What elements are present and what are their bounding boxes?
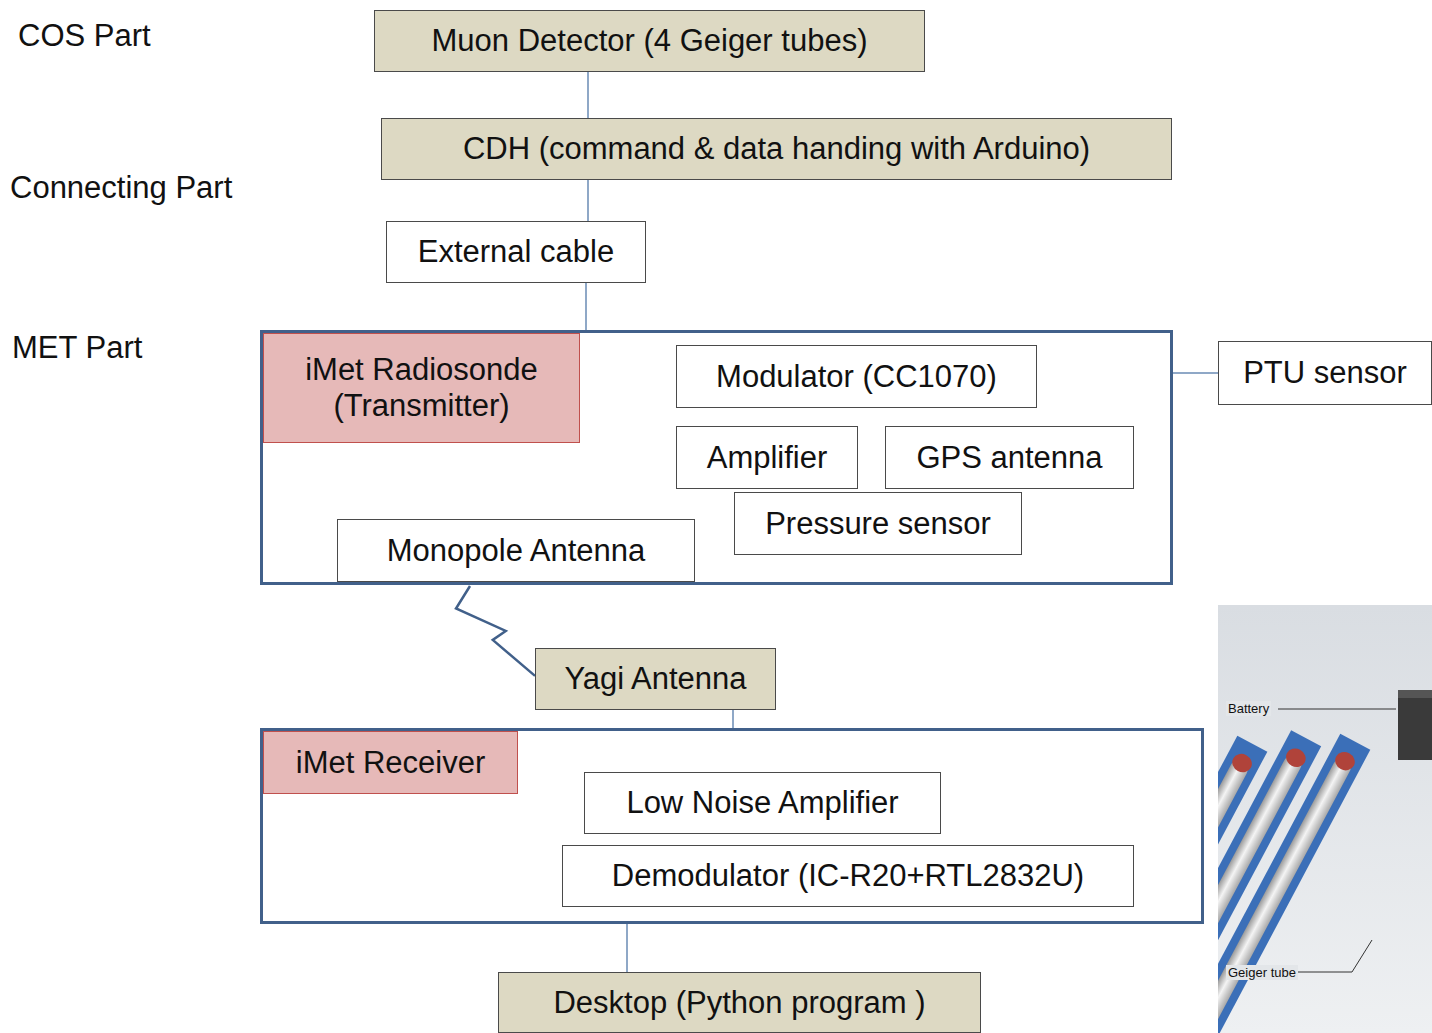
box-label: External cable	[418, 234, 614, 270]
box-label: CDH (command & data handing with Arduino…	[463, 131, 1090, 167]
process-box: Pressure sensor	[734, 492, 1022, 555]
process-box: Yagi Antenna	[535, 648, 776, 710]
process-box: CDH (command & data handing with Arduino…	[381, 118, 1172, 180]
process-box: External cable	[386, 221, 646, 283]
box-label: Muon Detector (4 Geiger tubes)	[432, 23, 868, 59]
connector-line	[1173, 372, 1218, 374]
box-label: GPS antenna	[916, 440, 1102, 476]
box-label: Demodulator (IC-R20+RTL2832U)	[612, 858, 1084, 894]
box-label: Yagi Antenna	[564, 661, 746, 697]
process-box: Amplifier	[676, 426, 858, 489]
connector-line	[626, 924, 628, 972]
group-box: iMet Radiosonde (Transmitter) Modulator (…	[260, 330, 1173, 585]
group-box: iMet ReceiverLow Noise AmplifierDemodula…	[260, 728, 1204, 924]
process-box: Low Noise Amplifier	[584, 772, 941, 834]
group-heading: iMet Receiver	[263, 731, 518, 794]
connector-line	[587, 72, 589, 118]
box-label: Amplifier	[707, 440, 828, 476]
process-box: PTU sensor	[1218, 341, 1432, 405]
box-label: Monopole Antenna	[387, 533, 646, 569]
connector-line	[587, 180, 589, 221]
part-name: Connecting Part	[10, 170, 232, 206]
group-heading: iMet Radiosonde (Transmitter)	[263, 333, 580, 443]
box-label: Pressure sensor	[765, 506, 991, 542]
connector-line	[585, 283, 587, 330]
box-label: Desktop (Python program )	[553, 985, 925, 1021]
box-label: PTU sensor	[1243, 355, 1407, 391]
process-box: Desktop (Python program )	[498, 972, 981, 1033]
leader-line	[1278, 709, 1396, 710]
part-name: COS Part	[18, 18, 151, 54]
box-label: Low Noise Amplifier	[626, 785, 898, 821]
process-box: Demodulator (IC-R20+RTL2832U)	[562, 845, 1134, 907]
process-box: Muon Detector (4 Geiger tubes)	[374, 10, 925, 72]
callout-label: Battery	[1226, 701, 1271, 716]
callout-label: Geiger tube	[1226, 965, 1298, 980]
part-name: MET Part	[12, 330, 142, 366]
box-label: Modulator (CC1070)	[716, 359, 997, 395]
radio-link	[456, 586, 535, 676]
process-box: GPS antenna	[885, 426, 1134, 489]
geiger-board	[1218, 736, 1267, 1033]
leader-line	[1298, 972, 1352, 973]
process-box: Monopole Antenna	[337, 519, 695, 582]
leader-line	[1352, 940, 1372, 972]
process-box: Modulator (CC1070)	[676, 345, 1037, 408]
battery	[1398, 690, 1432, 760]
